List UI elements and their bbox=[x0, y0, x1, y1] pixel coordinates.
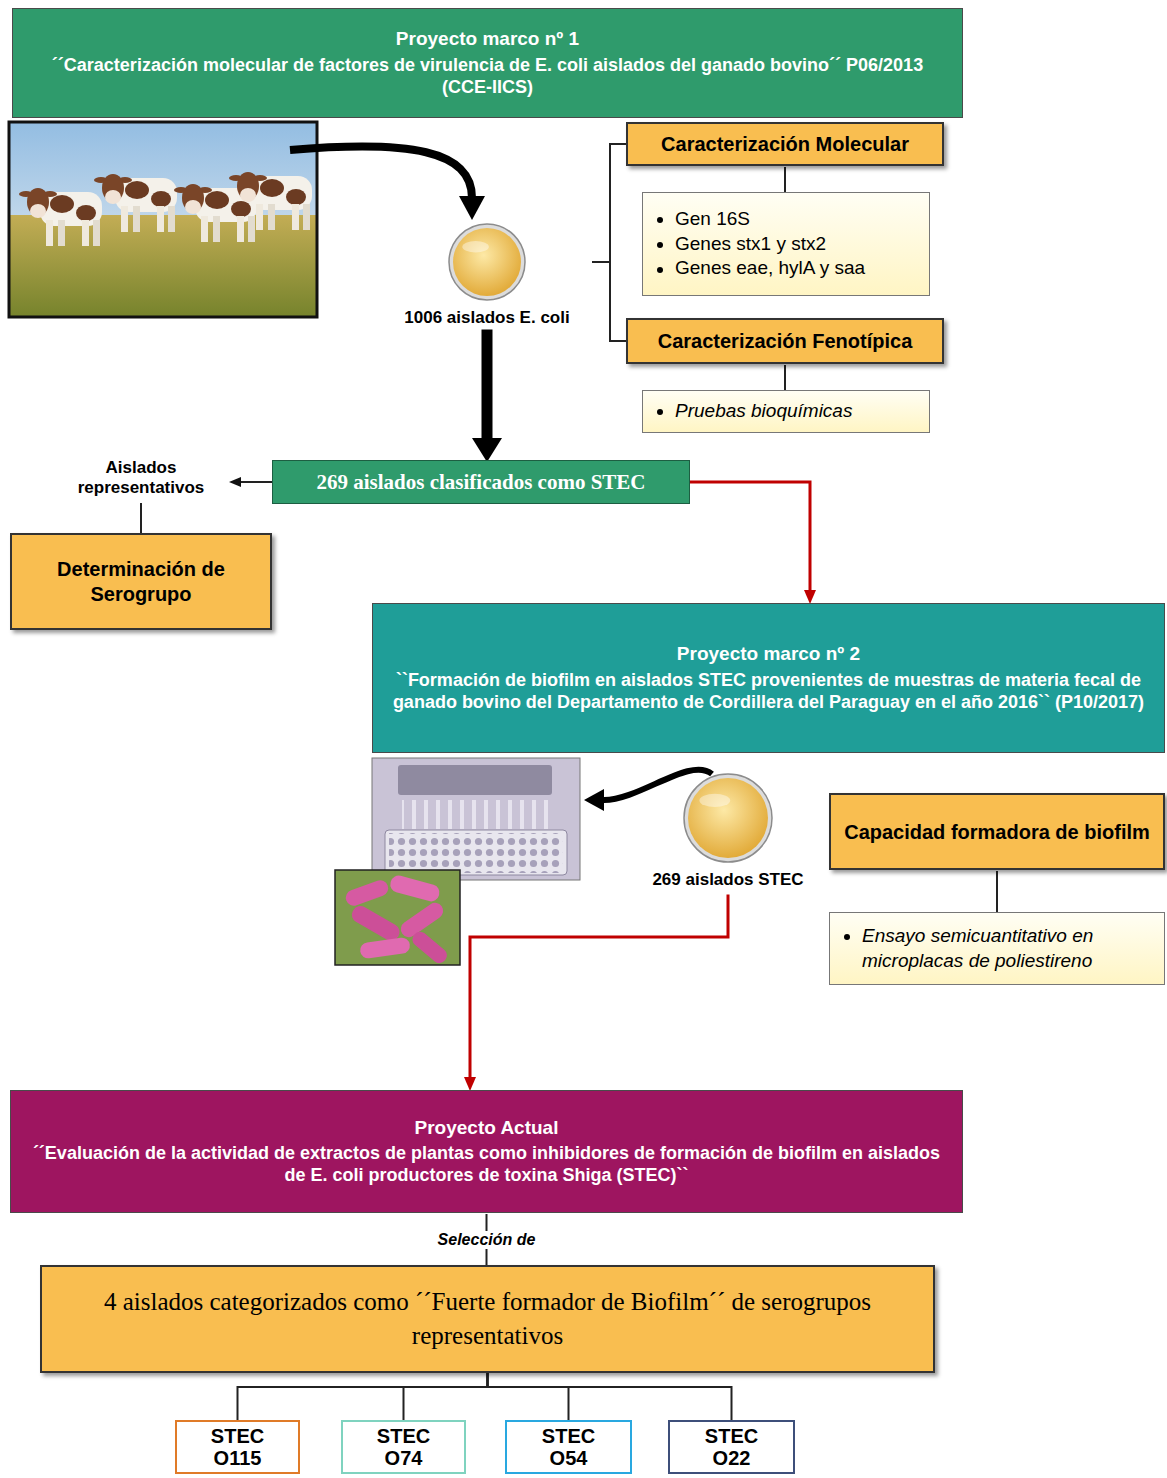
connector bbox=[784, 167, 786, 192]
list-item: Genes stx1 y stx2 bbox=[657, 232, 826, 257]
bullet-dot bbox=[657, 409, 663, 415]
node-heading: Proyecto marco nº 2 bbox=[677, 642, 860, 666]
node-text: 1006 aislados E. coli bbox=[404, 308, 569, 328]
method-box: Capacidad formadora de biofilm bbox=[829, 793, 1165, 870]
orange-box: Determinación de Serogrupo bbox=[10, 533, 272, 630]
list-text: Genes stx1 y stx2 bbox=[675, 232, 826, 257]
node-text: 269 aislados clasificados como STEC bbox=[316, 470, 645, 495]
bullet-list-box: Ensayo semicuantitativo en microplacas d… bbox=[829, 912, 1165, 985]
node-heading: Proyecto marco nº 1 bbox=[396, 27, 579, 51]
method-box: Caracterización Molecular bbox=[626, 122, 944, 166]
list-item: Genes eae, hylA y saa bbox=[657, 256, 865, 281]
connector bbox=[996, 871, 998, 912]
node-text: 4 aislados categorizados como ´´Fuerte f… bbox=[62, 1285, 913, 1353]
connector bbox=[241, 481, 272, 483]
connector bbox=[592, 144, 626, 262]
list-text: Ensayo semicuantitativo en microplacas d… bbox=[862, 924, 1150, 973]
serogroup-label: STEC O22 bbox=[668, 1420, 795, 1474]
bullet-dot bbox=[657, 242, 663, 248]
serogroup-label: STEC O54 bbox=[505, 1420, 632, 1474]
node-heading: Aislados representativos bbox=[56, 458, 226, 499]
node-text: 269 aislados STEC bbox=[652, 870, 803, 890]
method-box: Caracterización Fenotípica bbox=[626, 318, 944, 364]
list-text: Gen 16S bbox=[675, 207, 750, 232]
connector bbox=[784, 365, 786, 390]
node-text: Capacidad formadora de biofilm bbox=[844, 820, 1150, 844]
result-box: 269 aislados clasificados como STEC bbox=[272, 460, 690, 504]
connector bbox=[690, 482, 810, 590]
bullet-list-box: Gen 16SGenes stx1 y stx2Genes eae, hylA … bbox=[642, 192, 930, 296]
project-header: Proyecto Actual ´´Evaluación de la activi… bbox=[10, 1090, 963, 1213]
connector bbox=[482, 329, 493, 438]
connector bbox=[238, 1373, 488, 1420]
node-text: Caracterización Molecular bbox=[661, 132, 909, 156]
list-item: Pruebas bioquímicas bbox=[657, 399, 852, 424]
serogroup-label: STEC O74 bbox=[341, 1420, 466, 1474]
connector bbox=[488, 1373, 732, 1420]
bullet-dot bbox=[844, 934, 850, 940]
project-header: Proyecto marco nº 2 ``Formación de biofil… bbox=[372, 603, 1165, 753]
bullet-dot bbox=[657, 217, 663, 223]
serogroup-box: Aislados representativosDeterminación de… bbox=[10, 455, 272, 630]
node-text: STEC O54 bbox=[538, 1425, 600, 1469]
petri-dish-node: 1006 aislados E. coli bbox=[382, 222, 592, 328]
bacteria-image bbox=[335, 870, 460, 966]
cattle-photo bbox=[9, 122, 317, 317]
connector bbox=[592, 262, 626, 341]
list-text: Pruebas bioquímicas bbox=[675, 399, 852, 424]
microplate-photo bbox=[372, 758, 580, 880]
node-text: Determinación de Serogrupo bbox=[22, 557, 260, 607]
node-text: ``Formación de biofilm en aislados STEC … bbox=[389, 670, 1148, 714]
node-text: STEC O22 bbox=[701, 1425, 763, 1469]
list-item: Ensayo semicuantitativo en microplacas d… bbox=[844, 924, 1150, 973]
node-heading: Proyecto Actual bbox=[415, 1116, 559, 1140]
node-text: STEC O74 bbox=[373, 1425, 435, 1469]
petri-dish bbox=[447, 222, 527, 302]
petri-dish bbox=[682, 772, 774, 864]
node-text: ´´Evaluación de la actividad de extracto… bbox=[27, 1143, 946, 1187]
connector bbox=[488, 1373, 569, 1420]
bullet-dot bbox=[657, 267, 663, 273]
connector bbox=[404, 1373, 488, 1420]
node-text: STEC O115 bbox=[207, 1425, 269, 1469]
list-item: Gen 16S bbox=[657, 207, 750, 232]
cow bbox=[19, 188, 102, 246]
edge-label: Selección de bbox=[433, 1231, 541, 1249]
project-header: Proyecto marco nº 1 ´´Caracterización mol… bbox=[12, 8, 963, 118]
cow bbox=[94, 174, 177, 232]
selection-box: 4 aislados categorizados como ´´Fuerte f… bbox=[40, 1265, 935, 1373]
curved-arrow bbox=[290, 146, 485, 220]
petri-dish-node: 269 aislados STEC bbox=[633, 772, 823, 890]
list-text: Genes eae, hylA y saa bbox=[675, 256, 865, 281]
bullet-list-box: Pruebas bioquímicas bbox=[642, 390, 930, 433]
serogroup-label: STEC O115 bbox=[175, 1420, 300, 1474]
cow bbox=[229, 172, 312, 230]
connector bbox=[470, 894, 728, 1077]
leader-line bbox=[140, 503, 142, 533]
node-text: ´´Caracterización molecular de factores … bbox=[29, 55, 946, 99]
node-text: Caracterización Fenotípica bbox=[658, 329, 913, 353]
